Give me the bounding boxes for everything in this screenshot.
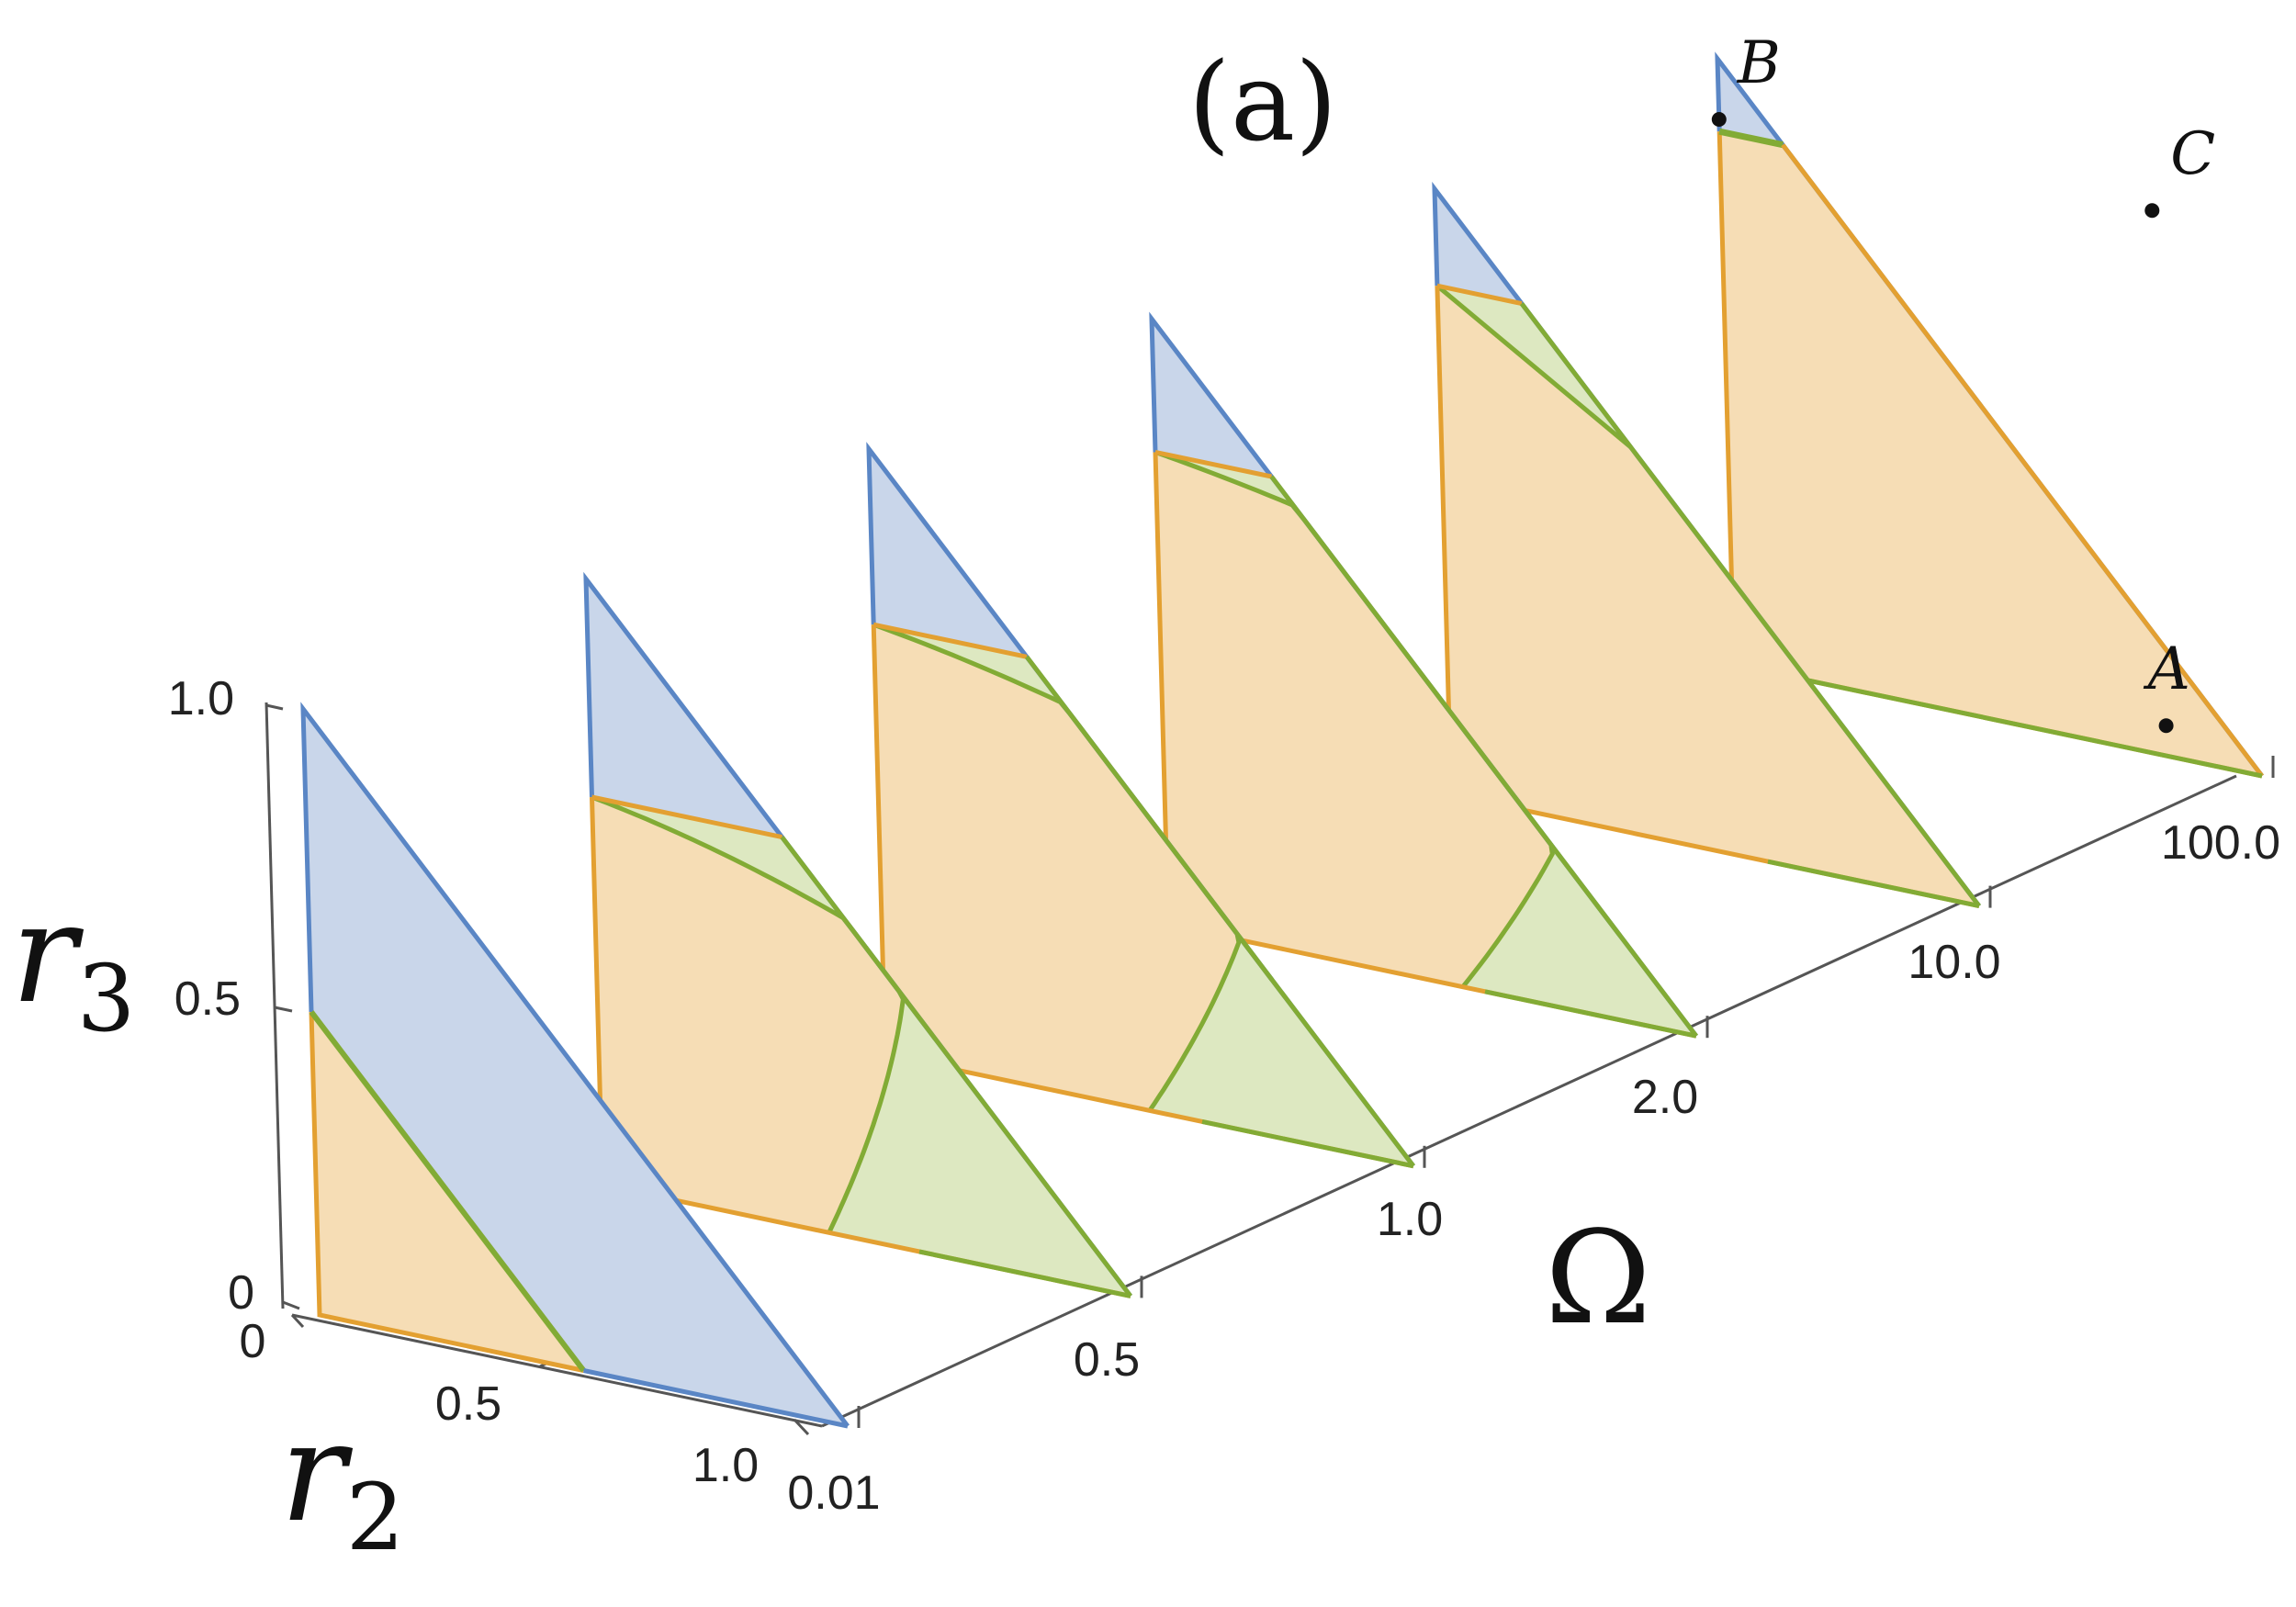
slice-omega-0.5 bbox=[583, 571, 1132, 1298]
edge-green-base bbox=[918, 1249, 1131, 1298]
point-label-C: C bbox=[2170, 120, 2215, 188]
slices-group bbox=[300, 51, 2264, 1429]
points-group: A B C bbox=[1711, 29, 2215, 734]
slice-omega-0.01 bbox=[300, 702, 850, 1429]
r2-tick-label: 0.5 bbox=[435, 1377, 501, 1431]
r3-tick-label: 0 bbox=[228, 1266, 254, 1320]
edge-orange-boundary bbox=[1154, 449, 1273, 479]
edge-green-hypotenuse bbox=[1025, 655, 1415, 1168]
edge-green-base bbox=[1484, 989, 1697, 1039]
r2-tick-label: 0 bbox=[240, 1315, 266, 1368]
r3-tick-label: 0.5 bbox=[174, 972, 241, 1026]
edge-green-hypotenuse bbox=[1519, 302, 1981, 908]
edge-orange bbox=[309, 1011, 585, 1373]
green-boundary-line bbox=[1435, 284, 1633, 449]
r2-axis-title: r2 bbox=[280, 1393, 404, 1571]
point-C bbox=[2144, 203, 2160, 219]
r2-tick-mark bbox=[290, 1313, 305, 1329]
r2-tick-mark bbox=[793, 1418, 810, 1436]
omega-tick-label: 0.5 bbox=[1074, 1333, 1140, 1387]
edge-green-base bbox=[1201, 1118, 1414, 1169]
omega-tick-label: 1.0 bbox=[1377, 1193, 1443, 1246]
r3-tick-label: 1.0 bbox=[168, 672, 234, 725]
edge-orange-boundary bbox=[1718, 128, 1784, 149]
slice-omega-2.0 bbox=[1149, 311, 1698, 1039]
point-A bbox=[2158, 718, 2174, 734]
r3-axis-title: r3 bbox=[11, 874, 135, 1052]
edge-blue bbox=[300, 702, 850, 1428]
edge-green-hypotenuse bbox=[1269, 475, 1698, 1038]
point-label-B: B bbox=[1737, 29, 1781, 97]
omega-tick-label: 100.0 bbox=[2161, 816, 2280, 870]
omega-tick-label: 10.0 bbox=[1908, 936, 2000, 989]
edge-green-base bbox=[1733, 662, 2263, 779]
edge-orange-boundary bbox=[1436, 283, 1523, 307]
omega-axis-title: Ω bbox=[1545, 1204, 1651, 1354]
region-green bbox=[1155, 452, 1696, 1037]
edge-green-hypotenuse bbox=[1781, 143, 2264, 778]
r3-axis-line bbox=[264, 702, 285, 1309]
edge-orange-boundary bbox=[591, 794, 783, 840]
region-green bbox=[873, 624, 1413, 1166]
edge-green-hypotenuse bbox=[780, 836, 1132, 1298]
edge-green-base bbox=[1767, 859, 1980, 909]
r2-axis-line bbox=[291, 1313, 823, 1428]
point-label-A: A bbox=[2144, 635, 2190, 703]
region-orange bbox=[1436, 286, 1979, 906]
region-green bbox=[591, 797, 1131, 1297]
r3-tick-mark bbox=[274, 1006, 293, 1013]
edge-blue-base bbox=[582, 1368, 849, 1429]
omega-tick-label: 2.0 bbox=[1632, 1071, 1698, 1124]
panel-label: (a) bbox=[1188, 39, 1337, 165]
r3-tick-mark bbox=[265, 703, 284, 711]
region-orange bbox=[1719, 131, 2262, 776]
point-B bbox=[1711, 112, 1727, 127]
r3-tick-mark bbox=[282, 1300, 300, 1310]
omega-axis-line bbox=[821, 774, 2237, 1428]
slice-omega-1.0 bbox=[866, 442, 1415, 1169]
axes bbox=[264, 702, 2237, 1436]
edge-orange-boundary bbox=[872, 622, 1028, 659]
r2-tick-label: 1.0 bbox=[692, 1439, 759, 1492]
omega-tick-label: 0.01 bbox=[787, 1467, 880, 1520]
edge-green bbox=[309, 1010, 586, 1373]
slice-omega-100.0 bbox=[1715, 51, 2264, 779]
omega-ticks-group bbox=[857, 756, 2275, 1428]
